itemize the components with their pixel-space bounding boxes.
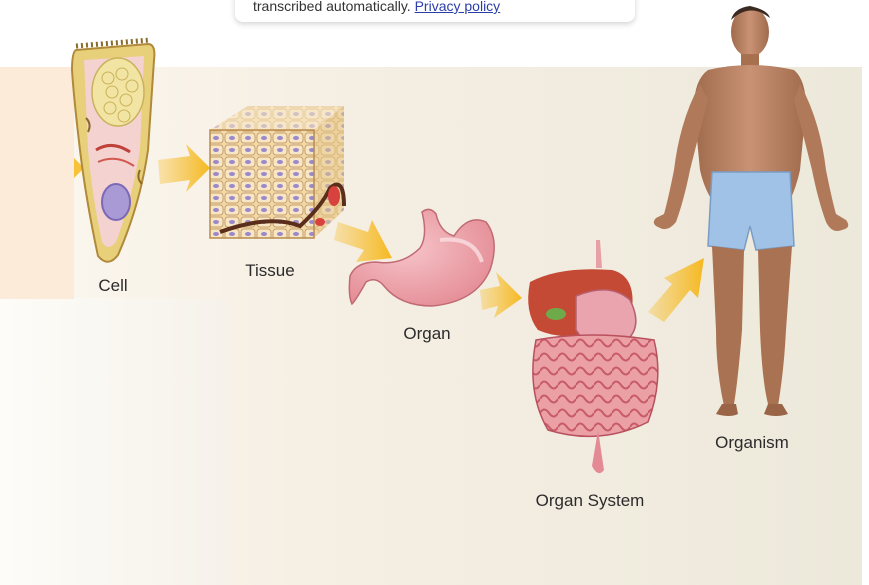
label-tissue: Tissue [245, 261, 295, 280]
cell-illustration [70, 37, 156, 263]
background-lower-left [0, 298, 230, 585]
right-edge-strip [862, 0, 869, 585]
organ-system-illustration [528, 240, 659, 474]
label-cell: Cell [98, 276, 128, 295]
organism-illustration [653, 6, 849, 416]
label-organism: Organism [715, 433, 789, 452]
label-organ-system: Organ System [535, 491, 645, 510]
arrow-organ-to-organ-system [480, 272, 522, 318]
tissue-illustration [209, 106, 346, 239]
arrow-organ-system-to-organism [648, 258, 704, 322]
privacy-policy-link[interactable]: Privacy policy [414, 0, 501, 14]
transcription-notice: transcribed automatically. Privacy polic… [235, 0, 635, 22]
background-left-tint [0, 67, 74, 299]
arrow-tissue-to-organ [334, 220, 392, 262]
notice-text: transcribed automatically. [253, 0, 411, 14]
arrow-cell-to-tissue [158, 144, 210, 192]
arrow-partial-left [74, 158, 84, 178]
organ-illustration [348, 208, 495, 307]
label-organ: Organ [403, 324, 451, 343]
